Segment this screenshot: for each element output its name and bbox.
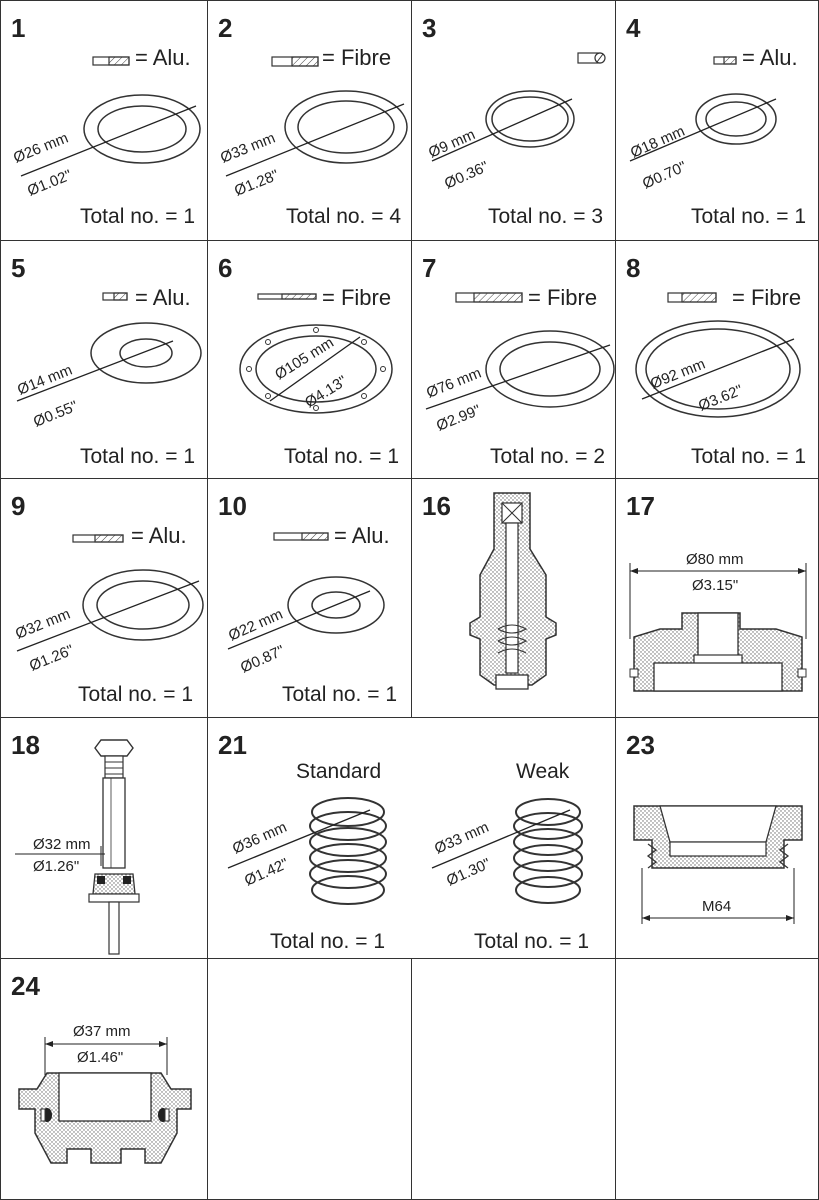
washer-icon [629,93,777,162]
section-symbol-icon [92,56,130,66]
section-symbol-icon [713,56,737,65]
part-number: 1 [11,13,26,43]
part-number: 9 [11,491,26,521]
guide-bushing-icon [18,1072,192,1164]
part-number: 21 [218,730,247,760]
diameter-inch-label: Ø1.26" [33,858,80,875]
total-count: Total no. = 2 [490,445,605,468]
part-1-cell: 1 = Alu. Ø26 mm Ø1.02" Total no. = 1 [0,0,208,241]
material-label: = Alu. [131,523,187,548]
section-symbol-icon [455,292,523,303]
part-10-cell: 10 = Alu. Ø22 mm Ø0.87" Total no. = 1 [207,478,412,718]
part-17-cell: 17 Ø80 mm Ø3.15" [615,478,819,718]
diameter-mm-label: Ø32 mm [33,836,91,853]
part-3-cell: 3 Ø9 mm Ø0.36" Total no. = 3 [411,0,616,241]
section-symbol-icon [667,292,717,303]
spring-weak-total: Total no. = 1 [474,930,589,953]
section-symbol-icon [72,534,124,543]
part-24-cell: 24 Ø37 mm Ø1.46" [0,958,208,1200]
material-label: = Alu. [135,45,191,70]
material-label: = Alu. [742,45,798,70]
part-number: 3 [422,13,437,43]
part-16-cell: 16 [411,478,616,718]
total-count: Total no. = 1 [691,445,806,468]
total-count: Total no. = 4 [286,205,401,228]
part-number: 24 [11,971,40,1001]
empty-cell [615,958,819,1200]
material-label: = Fibre [322,45,392,70]
part-number: 17 [626,491,655,521]
part-23-cell: 23 M64 [615,717,819,959]
spring-standard-total: Total no. = 1 [270,930,385,953]
valve-insert-icon [469,492,557,690]
washer-icon [16,569,204,652]
part-5-cell: 5 = Alu. Ø14 mm Ø0.55" Total no. = 1 [0,240,208,479]
material-label: = Fibre [732,285,802,310]
diameter-mm-label: Ø37 mm [73,1023,131,1040]
part-number: 6 [218,253,233,283]
total-count: Total no. = 1 [284,445,399,468]
part-9-cell: 9 = Alu. Ø32 mm Ø1.26" Total no. = 1 [0,478,208,718]
section-symbol-icon [577,52,606,64]
spring-standard-label: Standard [296,760,382,783]
material-label: = Alu. [334,523,390,548]
o-ring-icon [431,90,575,162]
total-count: Total no. = 1 [80,445,195,468]
empty-cell [411,958,616,1200]
total-count: Total no. = 1 [78,683,193,706]
spring-weak-icon [431,798,583,904]
diameter-inch-label: Ø3.15" [692,577,739,594]
total-count: Total no. = 1 [691,205,806,228]
diameter-mm-label: Ø80 mm [686,551,744,568]
section-symbol-icon [271,56,319,67]
part-number: 8 [626,253,641,283]
washer-icon [225,90,408,177]
part-7-cell: 7 = Fibre Ø76 mm Ø2.99" Total no. = 2 [411,240,616,479]
threaded-ring-icon [633,805,803,924]
dimension-lines-icon [44,1037,168,1075]
washer-icon [20,94,201,177]
dimension-lines-icon [629,563,807,639]
part-number: 7 [422,253,437,283]
spring-standard-icon [227,797,387,905]
part-number: 4 [626,13,641,43]
washer-icon [227,576,385,650]
gasket-ring-icon [425,330,615,410]
part-number: 5 [11,253,26,283]
gasket-ring-icon [635,320,801,418]
flange-gasket-icon [239,324,393,414]
material-label: = Fibre [322,285,392,310]
section-symbol-icon [257,293,317,300]
thread-label: M64 [702,898,732,915]
part-18-cell: 18 Ø32 mm Ø1.26" [0,717,208,959]
section-symbol-icon [273,532,329,541]
part-21-cell: 21 Standard Weak Ø36 mm Ø1.42" Ø33 mm Ø1… [207,717,616,959]
cover-cap-icon [629,612,807,692]
section-symbol-icon [102,292,128,301]
diameter-inch-label: Ø1.46" [77,1049,124,1066]
total-count: Total no. = 1 [282,683,397,706]
part-6-cell: 6 = Fibre Ø105 mm Ø4.13" Total no. = 1 [207,240,412,479]
part-number: 16 [422,491,451,521]
part-number: 10 [218,491,247,521]
total-count: Total no. = 1 [80,205,195,228]
washer-icon [16,322,202,402]
part-2-cell: 2 = Fibre Ø33 mm Ø1.28" Total no. = 4 [207,0,412,241]
material-label: = Fibre [528,285,598,310]
spring-weak-label: Weak [516,760,570,783]
part-number: 18 [11,730,40,760]
part-number: 23 [626,730,655,760]
empty-cell [207,958,412,1200]
material-label: = Alu. [135,285,191,310]
total-count: Total no. = 3 [488,205,603,228]
part-4-cell: 4 = Alu. Ø18 mm Ø0.70" Total no. = 1 [615,0,819,241]
spindle-assembly-icon [15,739,140,955]
part-8-cell: 8 = Fibre Ø92 mm Ø3.62" Total no. = 1 [615,240,819,479]
part-number: 2 [218,13,233,43]
